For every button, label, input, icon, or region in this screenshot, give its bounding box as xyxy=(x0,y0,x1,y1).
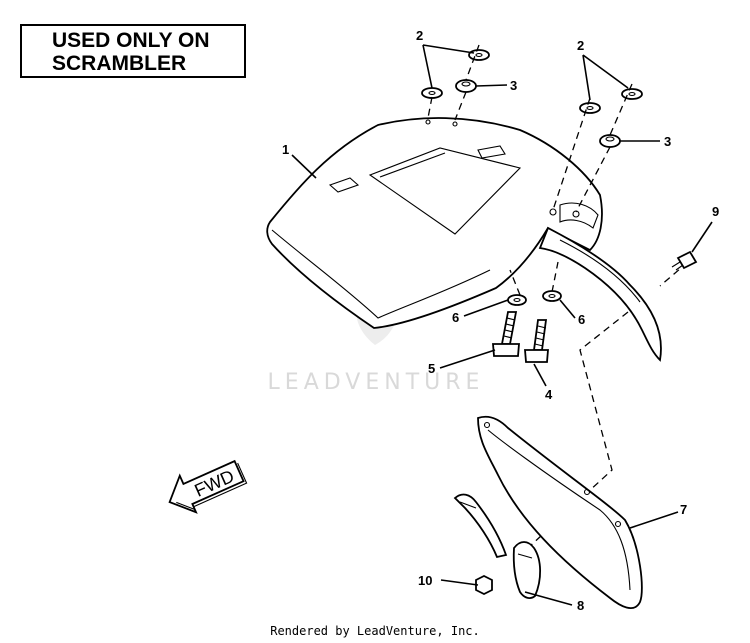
screw-part-9[interactable] xyxy=(671,250,698,271)
callout-6a: 6 xyxy=(452,310,459,325)
nut-part-10[interactable] xyxy=(475,574,493,596)
callout-3a: 3 xyxy=(510,78,517,93)
leader-lines xyxy=(291,44,713,606)
callout-8: 8 xyxy=(577,598,584,613)
number-plate-part-7[interactable] xyxy=(477,415,643,610)
callout-labels: 1 2 3 2 3 9 6 6 5 4 7 10 8 xyxy=(282,28,719,613)
callout-10: 10 xyxy=(418,573,432,588)
footer-credit: Rendered by LeadVenture, Inc. xyxy=(270,624,480,638)
washer-part-2c[interactable] xyxy=(579,102,601,114)
callout-3b: 3 xyxy=(664,134,671,149)
washer-part-2a[interactable] xyxy=(421,87,443,99)
callout-7: 7 xyxy=(680,502,687,517)
washer-part-6a[interactable] xyxy=(507,294,527,306)
front-fender-part[interactable] xyxy=(266,117,662,362)
bolt-part-5[interactable] xyxy=(492,311,520,357)
washer-part-2d[interactable] xyxy=(621,88,643,100)
callout-9: 9 xyxy=(712,204,719,219)
washer-part-2b[interactable] xyxy=(468,49,490,61)
grommet-part-3b[interactable] xyxy=(599,134,621,148)
fwd-direction-arrow: FWD xyxy=(168,459,248,514)
fwd-arrow-icon xyxy=(168,459,245,514)
leadventure-watermark: LEADVENTURE xyxy=(267,370,485,395)
note-line-1: USED ONLY ON xyxy=(52,29,210,52)
callout-2b: 2 xyxy=(577,38,584,53)
note-line-2: SCRAMBLER xyxy=(52,52,187,75)
callout-6b: 6 xyxy=(578,312,585,327)
callout-2a: 2 xyxy=(416,28,423,43)
callout-5: 5 xyxy=(428,361,435,376)
grommet-part-3a[interactable] xyxy=(455,79,477,93)
bracket-part-8[interactable] xyxy=(453,493,542,599)
washer-part-6b[interactable] xyxy=(542,290,562,302)
callout-1: 1 xyxy=(282,142,289,157)
bolt-part-4[interactable] xyxy=(524,319,549,363)
callout-4: 4 xyxy=(545,387,553,402)
scrambler-note-box: USED ONLY ON SCRAMBLER xyxy=(20,24,246,78)
